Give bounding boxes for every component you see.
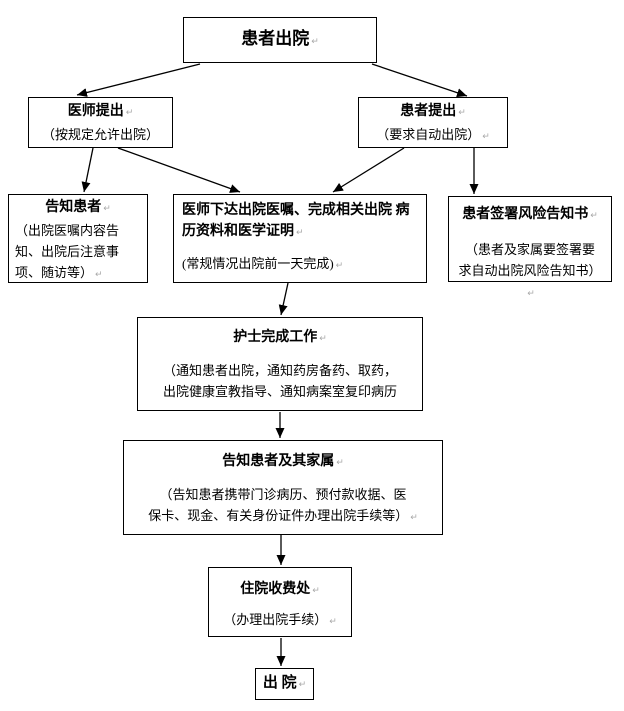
node-note: （患者及家属要签署要 求自动出院风险告知书）↵ <box>458 242 602 299</box>
node-title: 医师下达出院医嘱、完成相关出院 病历资料和医学证明↵ <box>182 203 410 239</box>
return-mark-icon: ↵ <box>458 108 466 118</box>
node-inform-patient-family: 告知患者及其家属↵ （告知患者携带门诊病历、预付款收据、医 保卡、现金、有关身份… <box>123 440 443 535</box>
return-mark-icon: ↵ <box>103 204 111 214</box>
node-title: 住院收费处↵ <box>240 582 320 597</box>
edge-start-doctor <box>76 63 201 97</box>
node-title: 医师提出↵ <box>67 104 134 119</box>
edge-doctor-orders <box>117 147 241 193</box>
node-note: (常规情况出院前一天完成)↵ <box>182 256 344 271</box>
node-title: 出 院↵ <box>262 674 307 691</box>
edge-doctor-inform <box>81 147 94 193</box>
node-title: 患者出院↵ <box>241 28 319 48</box>
return-mark-icon: ↵ <box>296 228 304 238</box>
return-mark-icon: ↵ <box>298 679 307 690</box>
return-mark-icon: ↵ <box>527 289 535 299</box>
edge-start-patient <box>371 63 468 98</box>
return-mark-icon: ↵ <box>319 334 327 344</box>
node-note: （出院医嘱内容告 知、出院后注意事 项、随访等）↵ <box>15 223 120 280</box>
node-note: （告知患者携带门诊病历、预付款收据、医 保卡、现金、有关身份证件办理出院手续等）… <box>148 487 418 523</box>
node-discharge-end: 出 院↵ <box>255 668 314 700</box>
node-title: 告知患者及其家属↵ <box>222 454 344 469</box>
edge-orders-nurse <box>278 282 289 316</box>
node-patient-discharge-start: 患者出院↵ <box>183 17 377 63</box>
node-note: （按规定允许出院） <box>41 127 159 142</box>
node-note: （要求自动出院）↵ <box>376 127 490 142</box>
node-patient-proposes: 患者提出↵ （要求自动出院）↵ <box>358 97 508 148</box>
node-title: 护士完成工作↵ <box>233 330 327 345</box>
return-mark-icon: ↵ <box>335 261 344 271</box>
node-nurse-tasks: 护士完成工作↵ （通知患者出院，通知药房备药、取药， 出院健康宣教指导、通知病案… <box>137 317 423 411</box>
node-doctor-discharge-orders: 医师下达出院医嘱、完成相关出院 病历资料和医学证明↵ (常规情况出院前一天完成)… <box>173 194 427 283</box>
node-title: 患者提出↵ <box>400 104 466 119</box>
node-note: （通知患者出院，通知药房备药、取药， 出院健康宣教指导、通知病案室复印病历 <box>162 363 397 399</box>
node-note: （办理出院手续）↵ <box>223 612 337 627</box>
node-doctor-proposes: 医师提出↵ （按规定允许出院） <box>28 97 173 148</box>
node-title: 告知患者↵ <box>45 200 111 215</box>
return-mark-icon: ↵ <box>95 270 103 280</box>
return-mark-icon: ↵ <box>312 586 320 596</box>
return-mark-icon: ↵ <box>329 617 337 627</box>
node-inpatient-cashier: 住院收费处↵ （办理出院手续）↵ <box>208 567 352 637</box>
return-mark-icon: ↵ <box>410 513 418 523</box>
node-inform-patient: 告知患者↵ （出院医嘱内容告 知、出院后注意事 项、随访等）↵ <box>8 194 148 283</box>
return-mark-icon: ↵ <box>482 132 490 142</box>
return-mark-icon: ↵ <box>311 36 319 47</box>
return-mark-icon: ↵ <box>125 108 134 118</box>
node-risk-notice-signature: 患者签署风险告知书↵ （患者及家属要签署要 求自动出院风险告知书）↵ <box>448 196 612 299</box>
return-mark-icon: ↵ <box>590 211 598 221</box>
return-mark-icon: ↵ <box>336 458 344 468</box>
edge-patient-orders <box>332 147 405 193</box>
node-title: 患者签署风险告知书↵ <box>462 207 598 222</box>
